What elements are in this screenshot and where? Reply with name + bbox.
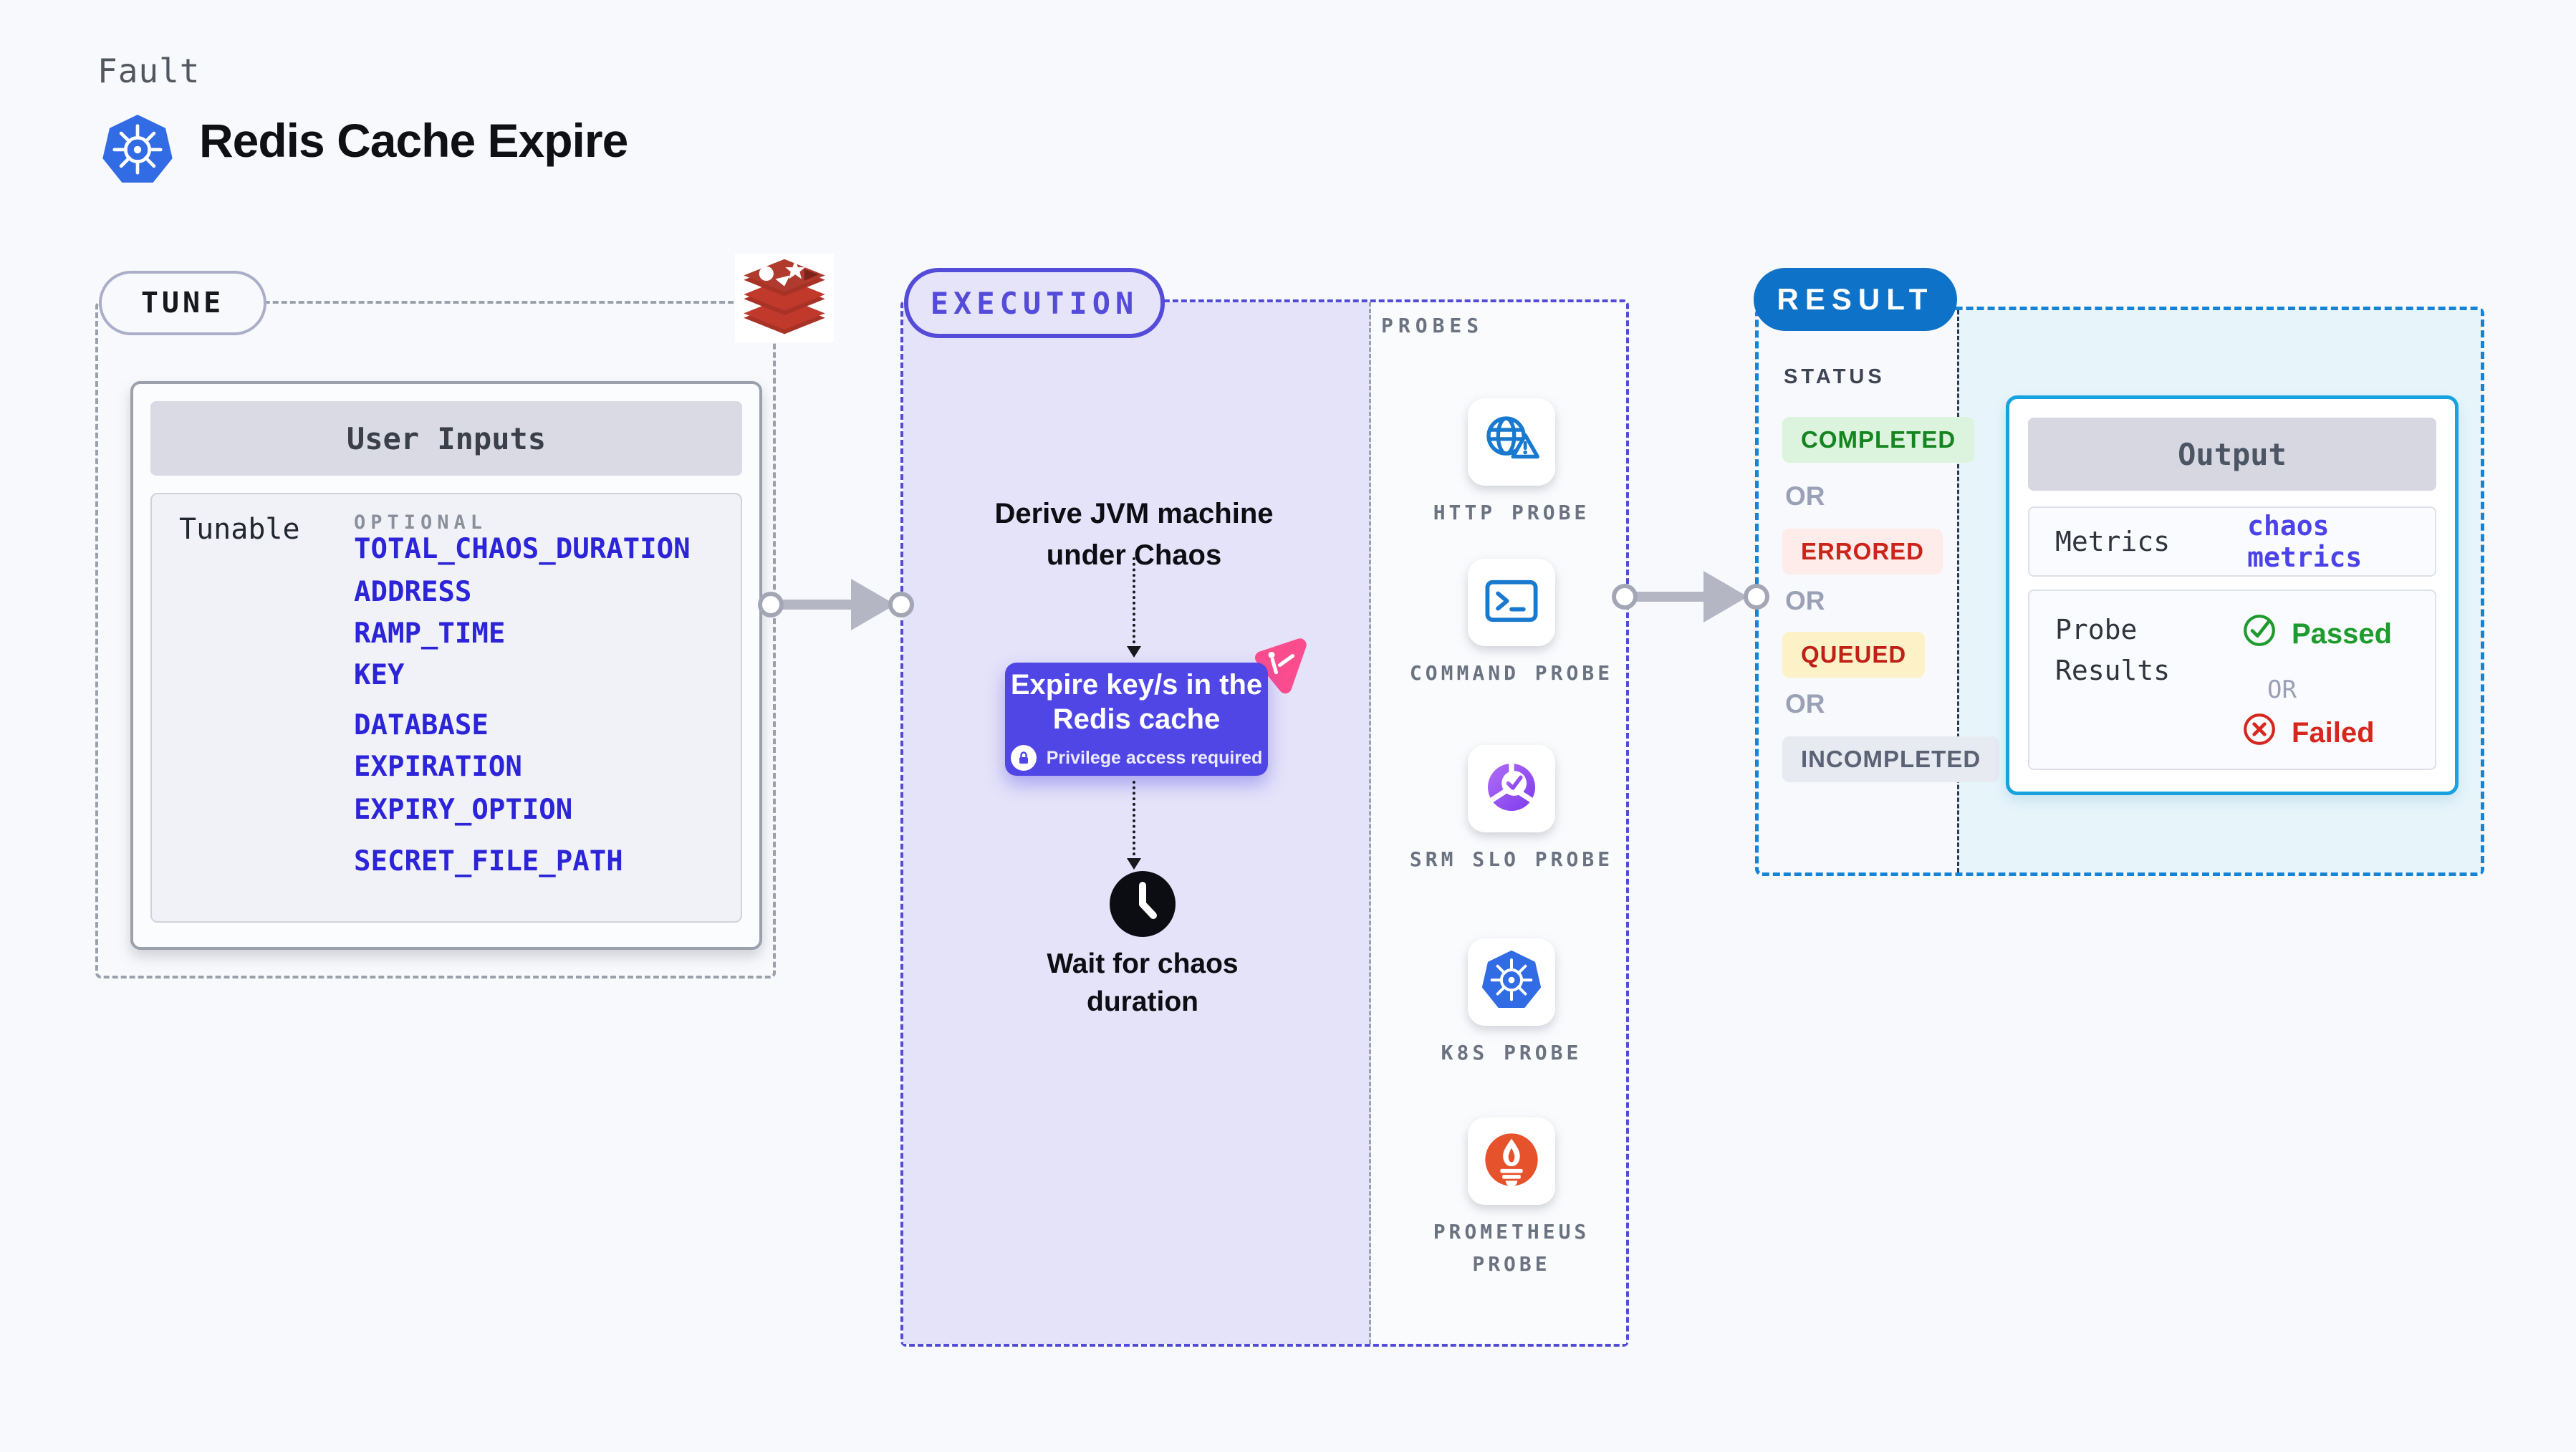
derive-to-expire-arrowhead-icon [1127, 646, 1141, 658]
http-probe-icon [1477, 410, 1546, 475]
check-circle-icon [2241, 612, 2277, 655]
tunable-row-label: Tunable [179, 513, 300, 546]
result-section-pill: RESULT [1754, 268, 1957, 331]
tune-to-execution-arrowhead-icon [851, 579, 895, 630]
user-inputs-table: Tunable OPTIONAL TOTAL_CHAOS_DURATION AD… [150, 493, 742, 923]
or-separator: OR [1785, 586, 1825, 615]
tune-section-border [95, 301, 776, 979]
status-badge-completed: COMPLETED [1782, 417, 1975, 463]
k8s-probe-label: K8S PROBE [1441, 1041, 1582, 1064]
kubernetes-icon [100, 113, 175, 188]
probes-column-label: PROBES [1381, 314, 1484, 337]
input-total-chaos-duration[interactable]: TOTAL_CHAOS_DURATION [354, 533, 691, 565]
expire-keys-step-card: Expire key/s in the Redis cache Privileg… [1005, 663, 1268, 776]
tune-connector-dot [758, 592, 784, 617]
input-address[interactable]: ADDRESS [354, 576, 472, 608]
input-database[interactable]: DATABASE [354, 709, 489, 741]
prometheus-probe-icon [1480, 1128, 1543, 1195]
execution-flow-panel [903, 302, 1371, 1344]
probe-results-label: Probe Results [2055, 614, 2171, 686]
metrics-row: Metrics chaos metrics [2028, 506, 2436, 577]
chaos-metrics-link[interactable]: chaos metrics [2247, 510, 2363, 573]
execution-to-result-connector-line [1629, 592, 1721, 602]
privilege-note: Privilege access required [1010, 745, 1262, 771]
input-secret-file-path[interactable]: SECRET_FILE_PATH [354, 845, 623, 878]
output-title: Output [2028, 418, 2436, 491]
http-probe-label: HTTP PROBE [1433, 501, 1590, 524]
srm-slo-probe-card [1468, 745, 1555, 832]
tune-section-pill: TUNE [99, 271, 266, 335]
input-expiry-option[interactable]: EXPIRY_OPTION [354, 794, 573, 826]
status-badge-incompleted: INCOMPLETED [1782, 736, 2000, 782]
command-probe-card [1468, 559, 1555, 646]
input-ramp-time[interactable]: RAMP_TIME [354, 617, 506, 650]
tune-to-execution-connector-line [775, 600, 865, 610]
prometheus-probe-label: PROMETHEUS PROBE [1433, 1220, 1590, 1276]
input-key[interactable]: KEY [354, 659, 405, 691]
wait-for-chaos-step: Wait for chaos duration [1047, 948, 1239, 1017]
execution-connector-dot [888, 592, 914, 617]
result-connector-dot [1744, 584, 1769, 610]
page-title: Redis Cache Expire [199, 114, 628, 167]
expire-to-wait-arrowhead-icon [1127, 858, 1141, 870]
status-column-label: STATUS [1784, 365, 1885, 388]
probe-results-row: Probe Results Passed OR [2028, 590, 2436, 770]
k8s-probe-card [1468, 938, 1555, 1026]
metrics-label: Metrics [2055, 526, 2171, 557]
or-separator: OR [1785, 689, 1825, 718]
execution-out-connector-dot [1612, 584, 1638, 610]
srm-slo-probe-icon [1480, 756, 1543, 822]
or-separator: OR [1785, 481, 1825, 511]
output-card: Output Metrics chaos metrics Probe Resul… [2006, 395, 2459, 795]
probe-passed-indicator: Passed [2241, 612, 2392, 655]
fault-kicker: Fault [97, 52, 201, 90]
optional-group-label: OPTIONAL [354, 511, 488, 534]
execution-to-result-arrowhead-icon [1703, 571, 1748, 622]
input-expiration[interactable]: EXPIRATION [354, 751, 522, 783]
status-badge-errored: ERRORED [1782, 529, 1943, 574]
expire-to-wait-dotted-line [1133, 781, 1135, 861]
lock-icon [1010, 745, 1037, 771]
http-probe-card [1468, 398, 1555, 486]
user-inputs-panel: User Inputs Tunable OPTIONAL TOTAL_CHAOS… [130, 381, 762, 950]
redis-logo-icon [735, 254, 834, 342]
user-inputs-title: User Inputs [150, 401, 742, 476]
probe-failed-indicator: Failed [2241, 711, 2375, 754]
execution-section-pill: EXECUTION [904, 268, 1165, 338]
clock-icon [1108, 870, 1177, 938]
command-probe-label: COMMAND PROBE [1409, 661, 1614, 685]
or-separator: OR [2267, 675, 2297, 704]
x-circle-icon [2241, 711, 2277, 754]
srm-slo-probe-label: SRM SLO PROBE [1409, 847, 1614, 871]
derive-to-expire-dotted-line [1133, 557, 1135, 649]
command-probe-icon [1481, 574, 1542, 631]
prometheus-probe-card [1468, 1117, 1555, 1205]
k8s-probe-icon [1480, 949, 1543, 1016]
chaos-litmus-logo-icon [1249, 638, 1307, 696]
status-badge-queued: QUEUED [1782, 632, 1926, 678]
